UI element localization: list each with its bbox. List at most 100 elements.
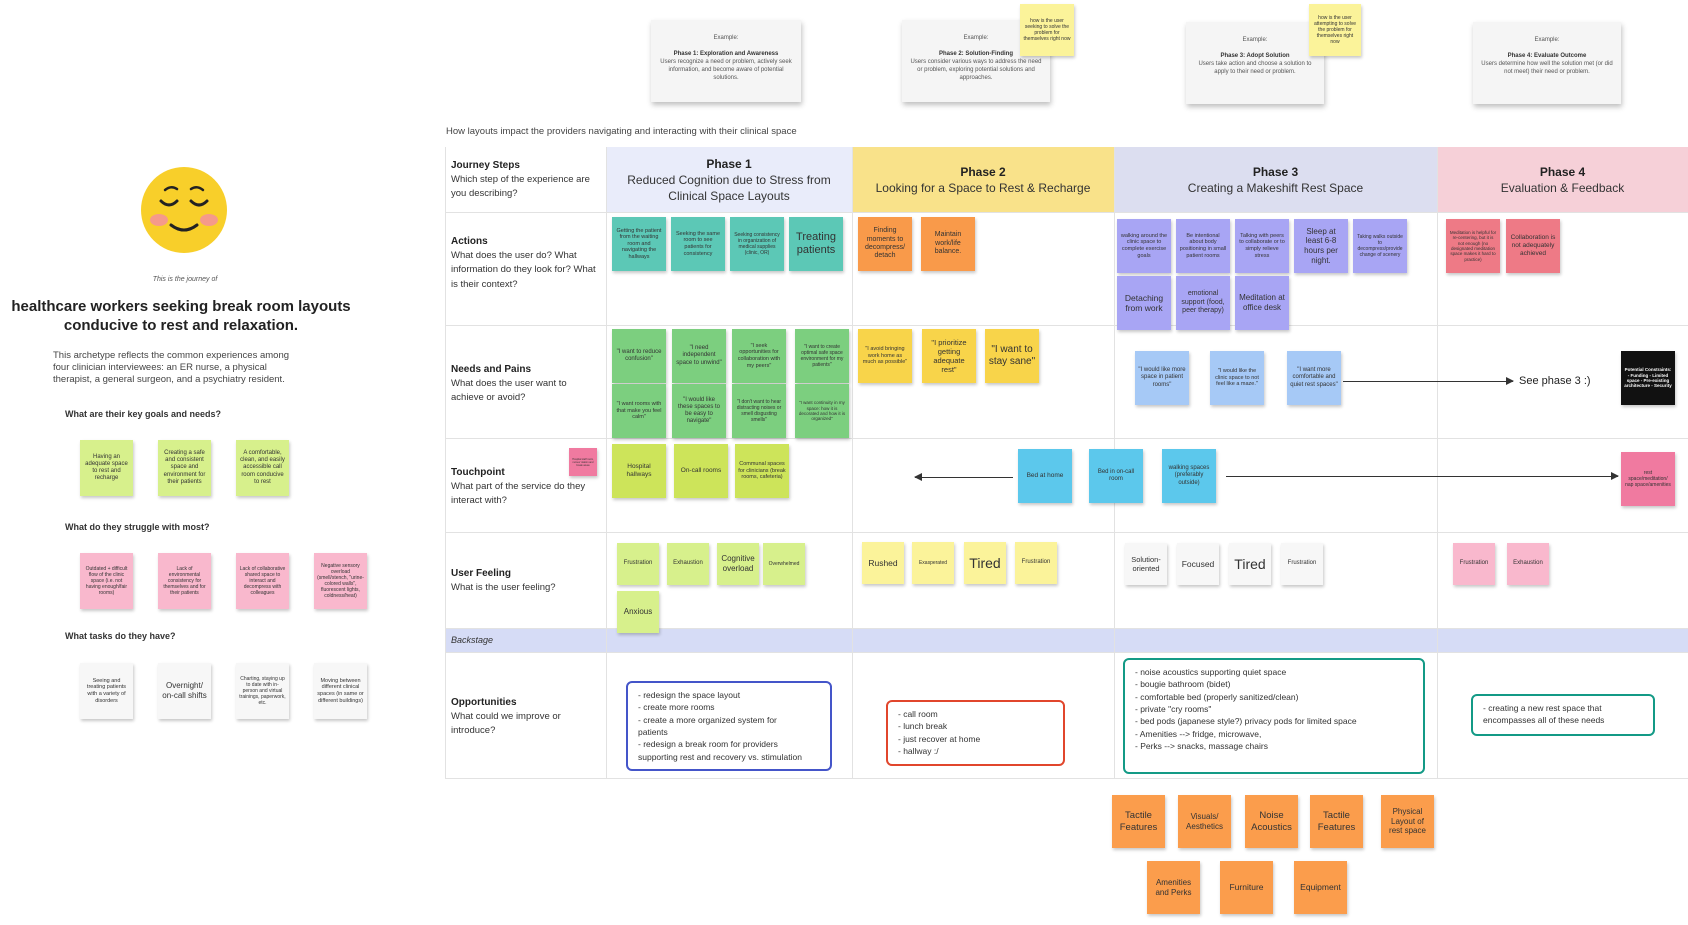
task-note[interactable]: Charting, staying up to date with in-per… — [236, 663, 289, 719]
opportunity-line: - just recover at home — [898, 733, 981, 744]
need-note[interactable]: "I want to reduce confusion" — [612, 329, 666, 383]
action-note[interactable]: Collaboration is not adequately achieved — [1506, 219, 1560, 273]
goal-note[interactable]: Creating a safe and consistent space and… — [158, 440, 211, 496]
need-note[interactable]: "I want to create optimal safe space env… — [795, 329, 849, 383]
feeling-note[interactable]: Exasperated — [912, 542, 954, 584]
action-note[interactable]: Sleep at least 6-8 hours per night. — [1294, 219, 1348, 273]
feeling-note[interactable]: Exhaustion — [1507, 543, 1549, 585]
example-card-phase-2[interactable]: Example: Phase 2: Solution-Finding Users… — [902, 20, 1050, 102]
phase-subtitle: Reduced Cognition due to Stress from Cli… — [627, 172, 831, 204]
row-title: User Feeling — [451, 568, 512, 579]
feeling-note[interactable]: Frustration — [1453, 543, 1495, 585]
action-note[interactable]: walking around the clinic space to compl… — [1117, 219, 1171, 273]
action-note[interactable]: Taking walks outside to decompress/provi… — [1353, 219, 1407, 273]
row-label-backstage: Backstage — [451, 635, 494, 645]
arrow-to-phase-3 — [1343, 377, 1514, 385]
touchpoint-note[interactable]: Hospital hallways — [612, 444, 666, 498]
need-note[interactable]: "I want to stay sane" — [985, 329, 1039, 383]
need-note[interactable]: "I need independent space to unwind" — [672, 329, 726, 383]
action-note[interactable]: Meditation at office desk — [1235, 276, 1289, 330]
feeling-note[interactable]: Rushed — [862, 542, 904, 584]
example-sticky-note[interactable]: how is the user seeking to solve the pro… — [1020, 4, 1074, 56]
feeling-note[interactable]: Focused — [1177, 543, 1219, 585]
theme-note[interactable]: Amenities and Perks — [1147, 861, 1200, 914]
struggle-note[interactable]: Lack of collaborative shared space to in… — [236, 553, 289, 609]
theme-note[interactable]: Tactile Features — [1310, 795, 1363, 848]
action-note[interactable]: Meditation is helpful for re-centering, … — [1446, 219, 1500, 273]
feeling-note[interactable]: Frustration — [617, 543, 659, 585]
action-note[interactable]: Maintain work/life balance. — [921, 217, 975, 271]
col-divider — [606, 147, 607, 778]
opportunity-card-phase-3[interactable]: - noise acoustics supporting quiet space… — [1123, 658, 1425, 774]
feeling-note[interactable]: Frustration — [1281, 543, 1323, 585]
theme-note[interactable]: Visuals/ Aesthetics — [1178, 795, 1231, 848]
task-note[interactable]: Seeing and treating patients with a vari… — [80, 663, 133, 719]
action-note[interactable]: Detaching from work — [1117, 276, 1171, 330]
persona-intro: This is the journey of — [152, 276, 218, 283]
touchpoint-note[interactable]: Communal spaces for clinicians (break ro… — [735, 444, 789, 498]
opportunity-card-phase-2[interactable]: - call room - lunch break - just recover… — [886, 700, 1065, 766]
touchpoint-note[interactable]: rest space/meditation/ nap space/ameniti… — [1621, 452, 1675, 506]
opportunity-card-phase-4[interactable]: - creating a new rest space that encompa… — [1471, 694, 1655, 736]
row-divider — [445, 628, 1688, 629]
need-note[interactable]: "I would like these spaces to be easy to… — [672, 384, 726, 438]
feeling-note[interactable]: Frustration — [1015, 542, 1057, 584]
row-label-journey: Journey Steps Which step of the experien… — [451, 158, 601, 202]
theme-note[interactable]: Noise Acoustics — [1245, 795, 1298, 848]
need-note[interactable]: "I avoid bringing work home as much as p… — [858, 329, 912, 383]
action-note[interactable]: Talking with peers to collaborate or to … — [1235, 219, 1289, 273]
need-note[interactable]: "I prioritize getting adequate rest" — [922, 329, 976, 383]
example-card-phase-3[interactable]: Example: Phase 3: Adopt Solution Users t… — [1186, 22, 1324, 104]
need-note[interactable]: "I want rooms with that make you feel ca… — [612, 384, 666, 438]
feeling-note[interactable]: Cognitive overload — [717, 543, 759, 585]
action-note[interactable]: Seeking consistency in organization of m… — [730, 217, 784, 271]
touchpoint-note[interactable]: On-call rooms — [674, 444, 728, 498]
theme-note[interactable]: Equipment — [1294, 861, 1347, 914]
struggle-note[interactable]: Lack of environmental consistency for th… — [158, 553, 211, 609]
example-sticky-note[interactable]: how is the user attempting to solve the … — [1309, 4, 1361, 56]
feeling-note[interactable]: Exhaustion — [667, 543, 709, 585]
struggle-note[interactable]: Outdated + difficult flow of the clinic … — [80, 553, 133, 609]
need-note[interactable]: "I would like more space in patient room… — [1135, 351, 1189, 405]
need-note[interactable]: "I don't want to hear distracting noises… — [732, 384, 786, 438]
action-note[interactable]: Getting the patient from the waiting roo… — [612, 217, 666, 271]
opportunity-card-phase-1[interactable]: - redesign the space layout - create mor… — [626, 681, 832, 771]
constraints-note[interactable]: Potential Constraints: - Funding - Limit… — [1621, 351, 1675, 405]
need-note[interactable]: "I seek opportunities for collaboration … — [732, 329, 786, 383]
feeling-note[interactable]: Overwhelmed — [763, 543, 805, 585]
theme-note[interactable]: Tactile Features — [1112, 795, 1165, 848]
touchpoint-small-note[interactable]: Hospital staff room, nurses' station and… — [569, 448, 597, 476]
feeling-note[interactable]: Anxious — [617, 591, 659, 633]
phase-subtitle: Looking for a Space to Rest & Recharge — [875, 181, 1091, 195]
touchpoint-note[interactable]: Bed at home — [1018, 449, 1072, 503]
theme-note[interactable]: Physical Layout of rest space — [1381, 795, 1434, 848]
feeling-note[interactable]: Tired — [964, 542, 1006, 584]
example-label: Example: — [963, 35, 989, 41]
example-desc: Users recognize a need or problem, activ… — [660, 59, 792, 82]
action-note[interactable]: Be intentional about body positioning in… — [1176, 219, 1230, 273]
touchpoint-note[interactable]: Bed in on-call room — [1089, 449, 1143, 503]
task-note[interactable]: Overnight/ on-call shifts — [158, 663, 211, 719]
example-card-phase-4[interactable]: Example: Phase 4: Evaluate Outcome Users… — [1473, 22, 1621, 104]
opportunity-line: - redesign a break room for providers — [638, 739, 778, 750]
touchpoint-note[interactable]: walking spaces (preferably outside) — [1162, 449, 1216, 503]
goal-note[interactable]: Having an adequate space to rest and rec… — [80, 440, 133, 496]
need-note[interactable]: "I would like the clinic space to not fe… — [1210, 351, 1264, 405]
action-note[interactable]: Seeking the same room to see patients fo… — [671, 217, 725, 271]
goal-note[interactable]: A comfortable, clean, and easily accessi… — [236, 440, 289, 496]
need-note[interactable]: "I want more comfortable and quiet rest … — [1287, 351, 1341, 405]
example-card-phase-1[interactable]: Example: Phase 1: Exploration and Awaren… — [651, 20, 801, 102]
feeling-note[interactable]: Solution-oriented — [1125, 543, 1167, 585]
action-note[interactable]: Treating patients — [789, 217, 843, 271]
action-note[interactable]: Finding moments to decompress/ detach — [858, 217, 912, 271]
goals-heading: What are their key goals and needs? — [65, 409, 222, 419]
need-note[interactable]: "I want continuity in my space: how it i… — [795, 384, 849, 438]
struggle-note[interactable]: Negative sensory overload (smell/stench,… — [314, 553, 367, 609]
theme-note[interactable]: Furniture — [1220, 861, 1273, 914]
example-desc: Users take action and choose a solution … — [1198, 61, 1312, 76]
task-note[interactable]: Moving between different clinical spaces… — [314, 663, 367, 719]
action-note[interactable]: emotional support (food, peer therapy) — [1176, 276, 1230, 330]
tasks-heading: What tasks do they have? — [65, 631, 176, 641]
opportunity-line: - noise acoustics supporting quiet space — [1135, 667, 1287, 677]
feeling-note[interactable]: Tired — [1229, 543, 1271, 585]
